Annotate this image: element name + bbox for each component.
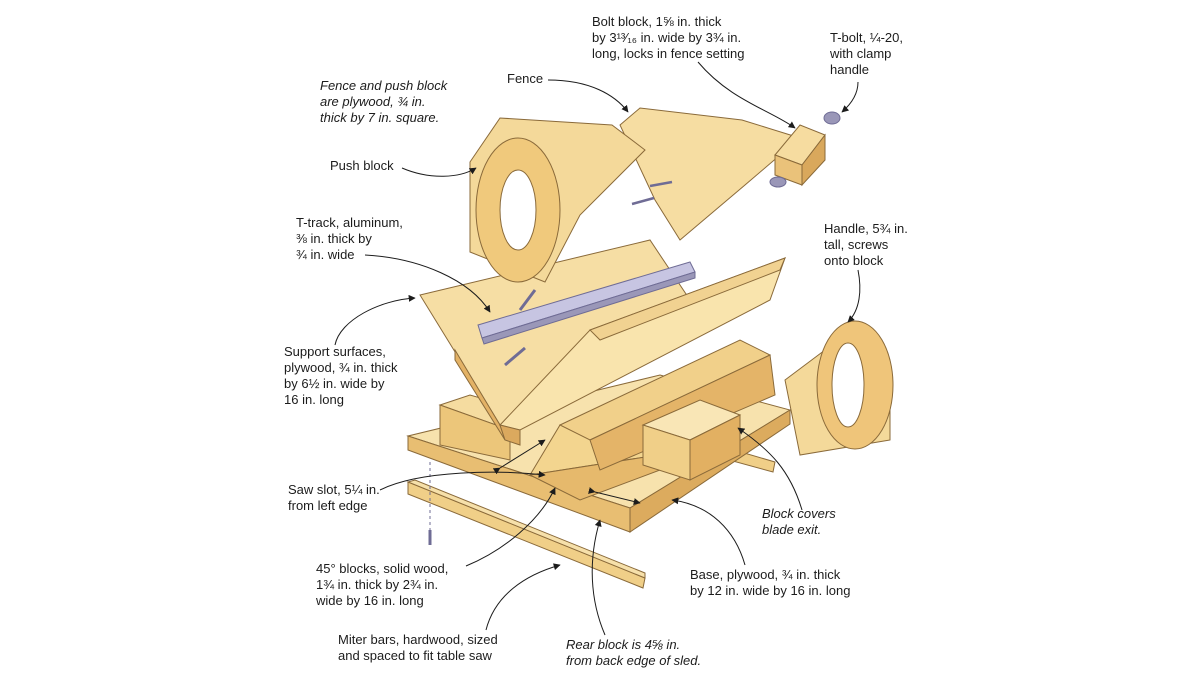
label-t-bolt: T-bolt, ¼-20, with clamp handle: [830, 30, 903, 77]
rear-block-dimension: [588, 487, 641, 505]
label-45-blocks: 45° blocks, solid wood, 1¾ in. thick by …: [316, 561, 449, 608]
label-rear-block: Rear block is 4⅝ in. from back edge of s…: [566, 637, 702, 668]
label-fence-push-note: Fence and push block are plywood, ¾ in. …: [320, 78, 448, 125]
push-block: [469, 117, 646, 283]
t-bolt: [769, 111, 841, 188]
support-surface-right: [499, 257, 786, 446]
miter-bar-front: [406, 479, 646, 589]
leader-lines: [334, 61, 861, 636]
fence-screws: [631, 180, 673, 206]
label-handle: Handle, 5¾ in. tall, screws onto block: [824, 221, 908, 268]
saw-slot-dimension: [492, 439, 546, 475]
label-fence: Fence: [507, 71, 544, 86]
label-t-track: T-track, aluminum, ⅜ in. thick by ¾ in. …: [296, 215, 403, 262]
label-bolt-block: Bolt block, 1⅝ in. thick by 3¹³⁄₁₆ in. w…: [592, 14, 745, 61]
handle-detail: [784, 320, 894, 456]
blade-cover-block: [641, 399, 742, 481]
label-miter-bars: Miter bars, hardwood, sized and spaced t…: [338, 632, 498, 663]
label-block-covers: Block covers blade exit.: [762, 506, 836, 537]
t-track: [477, 261, 696, 345]
support-screws: [504, 289, 537, 367]
fence-board: [619, 107, 802, 241]
label-support-surfaces: Support surfaces, plywood, ¾ in. thick b…: [284, 344, 398, 407]
label-saw-slot: Saw slot, 5¼ in. from left edge: [288, 482, 380, 513]
label-base: Base, plywood, ¾ in. thick by 12 in. wid…: [690, 567, 851, 598]
label-push-block: Push block: [330, 158, 394, 173]
